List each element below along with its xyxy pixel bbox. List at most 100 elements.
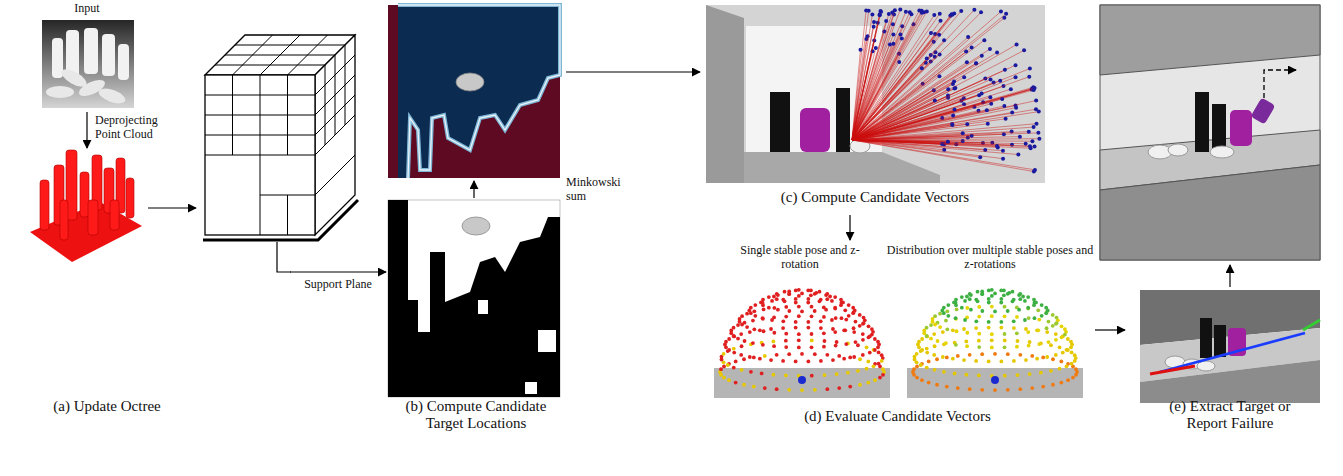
candidate-point — [891, 42, 895, 46]
shelf-board — [744, 152, 940, 183]
candidate-dot — [1047, 320, 1051, 324]
candidate-dot — [880, 359, 884, 363]
candidate-point — [932, 13, 936, 17]
arrow — [473, 181, 474, 198]
object — [1210, 146, 1234, 158]
candidate-point — [1028, 144, 1032, 148]
candidate-dot — [745, 325, 749, 329]
candidate-dot — [1037, 318, 1041, 322]
candidate-dot — [828, 295, 832, 299]
candidate-dot — [1012, 319, 1016, 323]
annotation-label: Distribution over multiple stable poses … — [882, 244, 1098, 272]
candidate-point — [1037, 110, 1041, 114]
candidate-dot — [814, 291, 818, 295]
candidate-point — [1032, 125, 1036, 129]
candidate-point — [1028, 67, 1032, 71]
candidate-dot — [781, 319, 785, 323]
object-silhouette — [102, 34, 115, 76]
candidate-dot — [932, 332, 936, 336]
candidate-dot — [761, 317, 765, 321]
candidate-dot — [1059, 381, 1063, 385]
candidate-dot — [962, 358, 966, 362]
candidate-dot — [819, 359, 823, 363]
candidate-dot — [963, 299, 967, 303]
candidate-point — [884, 19, 888, 23]
candidate-dot — [1003, 339, 1007, 343]
candidate-dot — [752, 385, 756, 389]
candidate-dot — [968, 292, 972, 296]
candidate-point — [961, 131, 965, 135]
candidate-dot — [964, 373, 968, 377]
candidate-dot — [1016, 339, 1020, 343]
candidate-dot — [867, 335, 871, 339]
candidate-dot — [852, 326, 856, 330]
candidate-dot — [825, 387, 829, 391]
candidate-point — [1001, 149, 1005, 153]
candidate-dot — [727, 378, 731, 382]
candidate-dot — [1011, 299, 1015, 303]
candidate-dot — [797, 314, 801, 318]
candidate-dot — [954, 317, 958, 321]
candidate-ray — [852, 70, 1005, 140]
candidate-dot — [1045, 326, 1049, 330]
candidate-dot — [1003, 345, 1007, 349]
candidate-point — [942, 38, 946, 42]
octree-grid — [315, 155, 355, 195]
candidate-dot — [861, 353, 865, 357]
arrow — [148, 207, 196, 208]
candidate-dot — [767, 295, 771, 299]
candidate-dot — [749, 370, 753, 374]
table-front — [1100, 165, 1320, 260]
candidate-point — [964, 50, 968, 54]
candidate-point — [1010, 110, 1014, 114]
candidate-point — [950, 123, 954, 127]
candidate-dot — [819, 319, 823, 323]
candidate-dot — [806, 326, 810, 330]
candidate-dot — [990, 305, 994, 309]
candidate-dot — [749, 306, 753, 310]
candidate-dot — [935, 383, 939, 387]
candidate-point — [1014, 63, 1018, 67]
candidate-dot — [987, 301, 991, 305]
point-cloud-column — [110, 200, 119, 230]
candidate-point — [872, 20, 876, 24]
candidate-dot — [1018, 297, 1022, 301]
candidate-dot — [822, 345, 826, 349]
candidate-point — [950, 13, 954, 17]
candidate-dot — [834, 316, 838, 320]
candidate-dot — [1074, 373, 1078, 377]
candidate-dot — [742, 357, 746, 361]
candidate-dot — [873, 337, 877, 341]
candidate-dot — [1030, 354, 1034, 358]
candidate-ray — [852, 15, 952, 140]
candidate-point — [1030, 139, 1034, 143]
candidate-dot — [825, 353, 829, 357]
candidate-dot — [925, 326, 929, 330]
flow-arrow — [849, 215, 850, 240]
candidate-point — [946, 140, 950, 144]
candidate-dot — [1041, 356, 1045, 360]
candidate-dot — [818, 299, 822, 303]
stage-caption: (a) Update Octree — [27, 398, 187, 415]
candidate-dot — [784, 305, 788, 309]
candidate-dot — [1073, 353, 1077, 357]
candidate-ray — [852, 12, 906, 140]
candidate-dot — [775, 292, 779, 296]
candidate-dot — [942, 306, 946, 310]
candidate-dot — [865, 367, 869, 371]
candidate-dot — [800, 388, 804, 392]
candidate-dot — [858, 383, 862, 387]
candidate-dot — [732, 347, 736, 351]
stage-caption: (c) Compute Candidate Vectors — [700, 189, 1050, 206]
candidate-dot — [736, 323, 740, 327]
candidate-dot — [781, 326, 785, 330]
candidate-point — [1010, 143, 1014, 147]
candidate-point — [1034, 99, 1038, 103]
candidate-dot — [990, 288, 994, 292]
candidate-point — [938, 12, 942, 16]
object — [1168, 144, 1188, 156]
candidate-dot — [920, 337, 924, 341]
candidate-point — [998, 79, 1002, 83]
candidate-point — [920, 11, 924, 15]
candidate-dot — [763, 386, 767, 390]
